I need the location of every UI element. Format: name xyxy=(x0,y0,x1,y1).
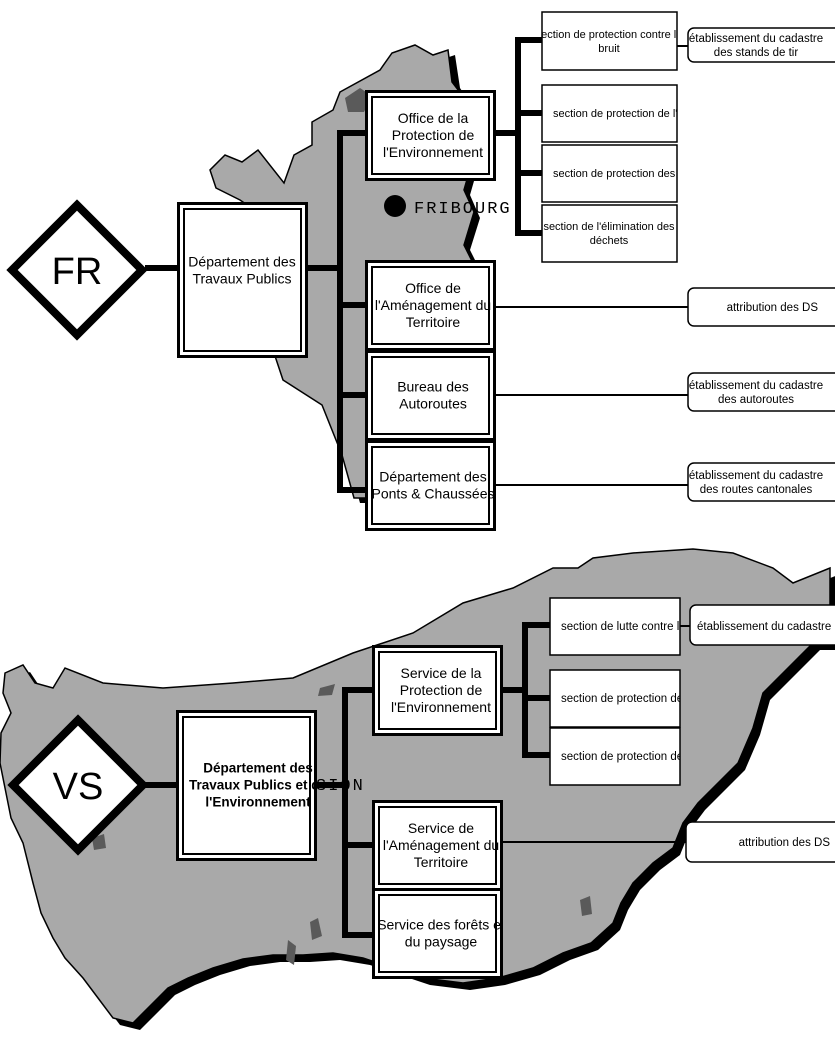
vs-service-label: Territoire xyxy=(414,854,469,870)
fr-office-label: Département des xyxy=(379,468,486,484)
fr-section-label: section de protection des eaux xyxy=(553,168,703,180)
fr-office-label: Territoire xyxy=(406,314,461,330)
fr-office-label: l'Environnement xyxy=(383,144,483,160)
vs-output-label: attribution des DS xyxy=(739,837,831,849)
vs-section-air-box xyxy=(549,727,681,786)
fribourg-city-dot xyxy=(384,195,406,217)
vs-section-label: section de protection de l'eau xyxy=(561,693,710,705)
valais-map-lake xyxy=(310,918,322,940)
vs-department-label: l'Environnement xyxy=(205,795,311,810)
vs-department-label: Département des xyxy=(203,761,313,776)
fr-output-label: attribution des DS xyxy=(727,302,819,314)
vs-output-label: établissement du cadastre xyxy=(697,621,831,633)
vs-service-label: du paysage xyxy=(405,933,478,949)
valais-map-lake xyxy=(580,896,592,916)
fr-section-eaux-box xyxy=(541,144,678,203)
valais-map-lake xyxy=(318,684,335,696)
fr-office-label: Office de xyxy=(405,280,461,296)
fr-output-routes-box xyxy=(687,462,835,502)
fr-section-label: section de l'élimination des xyxy=(543,221,675,233)
vs-section-label: section de protection de l'air xyxy=(561,751,704,763)
vs-service-label: l'Aménagement du xyxy=(383,837,499,853)
fr-output-autoroutes-box xyxy=(687,372,835,412)
fr-department-label: Travaux Publics xyxy=(192,270,291,286)
fribourg-connectors xyxy=(145,37,688,493)
vs-service-label: Service des forêts et xyxy=(377,916,505,932)
fr-section-label: section de protection de l'air xyxy=(553,108,690,120)
fr-canton-badge: FR xyxy=(6,199,148,341)
vs-output-cadastre-box xyxy=(689,604,835,646)
fr-output-label: des routes cantonales xyxy=(700,484,813,496)
vs-section-lutte-box xyxy=(549,597,681,656)
vs-canton-badge: VS xyxy=(7,714,149,856)
vs-service-label: l'Environnement xyxy=(391,699,491,715)
fr-section-air-box xyxy=(541,84,678,143)
valais-connectors xyxy=(145,622,690,938)
fr-section-label: section de protection contre le xyxy=(536,29,683,41)
vs-section-eau-box xyxy=(549,669,681,728)
fr-office-label: Bureau des xyxy=(397,378,469,394)
fr-section-boxes: section de protection contre le bruit sec… xyxy=(536,11,703,263)
fr-office-label: l'Aménagement du xyxy=(375,297,491,313)
fr-output-label: établissement du cadastre xyxy=(689,470,823,482)
fr-output-label: des autoroutes xyxy=(718,394,794,406)
vs-canton-label: VS xyxy=(53,766,104,808)
valais-map-territory xyxy=(0,548,831,1024)
fr-office-label: Ponts & Chaussées xyxy=(372,485,495,501)
fribourg-city-label: FRIBOURG xyxy=(414,200,512,219)
vs-department-label: Travaux Publics et de xyxy=(189,778,328,793)
fr-output-boxes: établissement du cadastre des stands de t… xyxy=(687,27,835,502)
fr-section-label: déchets xyxy=(590,235,629,247)
fr-canton-label: FR xyxy=(52,251,103,293)
vs-output-boxes: établissement du cadastre attribution de… xyxy=(685,604,835,863)
fr-office-label: Autoroutes xyxy=(399,395,467,411)
vs-section-label: section de lutte contre le bruit xyxy=(561,621,712,633)
fr-office-label: Protection de xyxy=(392,127,475,143)
vs-service-label: Protection de xyxy=(400,682,483,698)
valais-map-lake xyxy=(286,940,296,965)
fr-output-stands-box xyxy=(687,27,835,63)
fr-output-ds-box xyxy=(687,287,835,327)
fr-section-bruit-box xyxy=(541,11,678,71)
fr-section-dechets-box xyxy=(541,204,678,263)
vs-section-boxes: section de lutte contre le bruit section… xyxy=(549,597,712,786)
vs-service-label: Service de la xyxy=(401,665,482,681)
fr-output-label: des stands de tir xyxy=(714,47,799,59)
fr-output-label: établissement du cadastre xyxy=(689,380,823,392)
fr-section-label: bruit xyxy=(598,43,619,55)
vs-service-label: Service de xyxy=(408,820,474,836)
fr-department-label: Département des xyxy=(188,253,295,269)
fr-office-label: Office de la xyxy=(398,110,469,126)
fr-output-label: établissement du cadastre xyxy=(689,33,823,45)
vs-output-ds-box xyxy=(685,821,835,863)
